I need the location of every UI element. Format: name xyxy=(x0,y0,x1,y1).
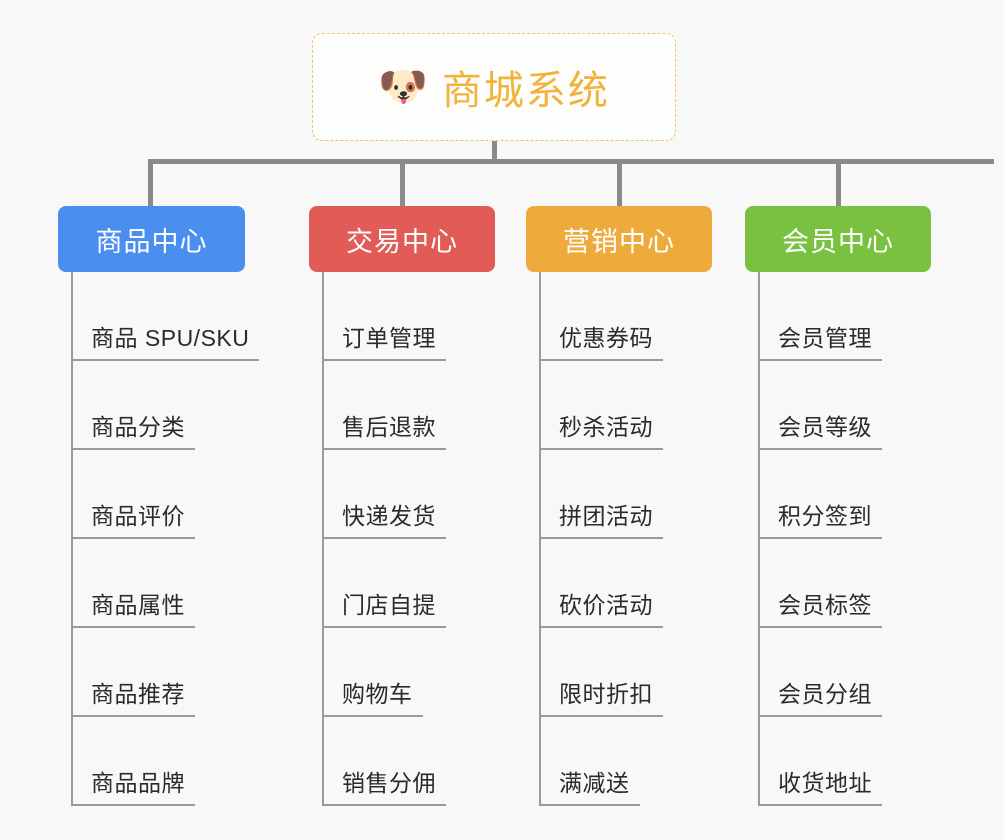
list-item-label: 拼团活动 xyxy=(559,503,653,529)
list-item[interactable]: 会员等级 xyxy=(760,361,945,450)
branch-marketing-center: 营销中心 优惠券码 秒杀活动 拼团活动 砍价活动 限时折扣 满减送 xyxy=(526,206,726,806)
list-item[interactable]: 限时折扣 xyxy=(541,628,726,717)
list-item[interactable]: 商品推荐 xyxy=(73,628,288,717)
branch-trade-center: 交易中心 订单管理 售后退款 快递发货 门店自提 购物车 销售分佣 xyxy=(309,206,509,806)
list-item[interactable]: 商品分类 xyxy=(73,361,288,450)
list-item-label: 满减送 xyxy=(559,770,630,796)
list-item-label: 快递发货 xyxy=(342,503,436,529)
list-item[interactable]: 优惠券码 xyxy=(541,272,726,361)
list-item[interactable]: 会员标签 xyxy=(760,539,945,628)
list-item-label: 会员标签 xyxy=(778,592,872,618)
connector-drop-product-center xyxy=(148,159,153,207)
branch-body-trade-center: 订单管理 售后退款 快递发货 门店自提 购物车 销售分佣 xyxy=(322,272,509,806)
list-item[interactable]: 会员分组 xyxy=(760,628,945,717)
list-item-label: 购物车 xyxy=(342,681,413,707)
list-item-label: 秒杀活动 xyxy=(559,414,653,440)
list-item[interactable]: 销售分佣 xyxy=(324,717,509,806)
list-item-label: 售后退款 xyxy=(342,414,436,440)
list-item-label: 限时折扣 xyxy=(559,681,653,707)
branch-header-marketing-center[interactable]: 营销中心 xyxy=(526,206,712,272)
branch-header-product-center[interactable]: 商品中心 xyxy=(58,206,245,272)
branch-header-label: 营销中心 xyxy=(563,226,675,257)
list-item-label: 砍价活动 xyxy=(559,592,653,618)
list-item[interactable]: 商品 SPU/SKU xyxy=(73,272,288,361)
list-item-label: 收货地址 xyxy=(778,770,872,796)
list-item-label: 订单管理 xyxy=(342,325,436,351)
list-item[interactable]: 秒杀活动 xyxy=(541,361,726,450)
list-item-label: 会员等级 xyxy=(778,414,872,440)
list-item[interactable]: 积分签到 xyxy=(760,450,945,539)
list-item-label: 商品 SPU/SKU xyxy=(91,325,250,351)
list-item[interactable]: 砍价活动 xyxy=(541,539,726,628)
connector-drop-member-center xyxy=(836,159,841,207)
shiba-dog-icon: 🐶 xyxy=(378,65,428,109)
list-item-label: 商品评价 xyxy=(91,503,185,529)
branch-header-label: 商品中心 xyxy=(95,226,208,257)
list-item-label: 商品品牌 xyxy=(91,770,185,796)
branch-body-member-center: 会员管理 会员等级 积分签到 会员标签 会员分组 收货地址 xyxy=(758,272,945,806)
list-item-label: 会员管理 xyxy=(778,325,872,351)
branch-header-trade-center[interactable]: 交易中心 xyxy=(309,206,495,272)
list-item-label: 门店自提 xyxy=(342,592,436,618)
branch-member-center: 会员中心 会员管理 会员等级 积分签到 会员标签 会员分组 收货地址 xyxy=(745,206,945,806)
list-item[interactable]: 订单管理 xyxy=(324,272,509,361)
branch-header-member-center[interactable]: 会员中心 xyxy=(745,206,931,272)
list-item-label: 商品属性 xyxy=(91,592,185,618)
connector-bus xyxy=(148,159,994,164)
branch-header-label: 会员中心 xyxy=(782,226,894,257)
list-item[interactable]: 商品评价 xyxy=(73,450,288,539)
connector-drop-marketing-center xyxy=(617,159,622,207)
list-item[interactable]: 购物车 xyxy=(324,628,509,717)
list-item-label: 积分签到 xyxy=(778,503,872,529)
list-item-label: 商品分类 xyxy=(91,414,185,440)
branch-product-center: 商品中心 商品 SPU/SKU 商品分类 商品评价 商品属性 商品推荐 商品品牌 xyxy=(58,206,288,806)
list-item[interactable]: 商品属性 xyxy=(73,539,288,628)
list-item[interactable]: 门店自提 xyxy=(324,539,509,628)
list-item-label: 销售分佣 xyxy=(342,770,436,796)
connector-stem xyxy=(492,141,497,163)
branch-body-marketing-center: 优惠券码 秒杀活动 拼团活动 砍价活动 限时折扣 满减送 xyxy=(539,272,726,806)
branch-header-label: 交易中心 xyxy=(346,226,458,257)
list-item[interactable]: 商品品牌 xyxy=(73,717,288,806)
connector-drop-trade-center xyxy=(400,159,405,207)
root-node[interactable]: 🐶 商城系统 xyxy=(312,33,676,141)
list-item[interactable]: 会员管理 xyxy=(760,272,945,361)
branch-body-product-center: 商品 SPU/SKU 商品分类 商品评价 商品属性 商品推荐 商品品牌 xyxy=(71,272,288,806)
list-item[interactable]: 快递发货 xyxy=(324,450,509,539)
list-item[interactable]: 收货地址 xyxy=(760,717,945,806)
root-title: 商城系统 xyxy=(441,69,610,113)
list-item-label: 商品推荐 xyxy=(91,681,185,707)
list-item[interactable]: 售后退款 xyxy=(324,361,509,450)
list-item[interactable]: 拼团活动 xyxy=(541,450,726,539)
list-item-label: 优惠券码 xyxy=(559,325,653,351)
list-item[interactable]: 满减送 xyxy=(541,717,726,806)
list-item-label: 会员分组 xyxy=(778,681,872,707)
